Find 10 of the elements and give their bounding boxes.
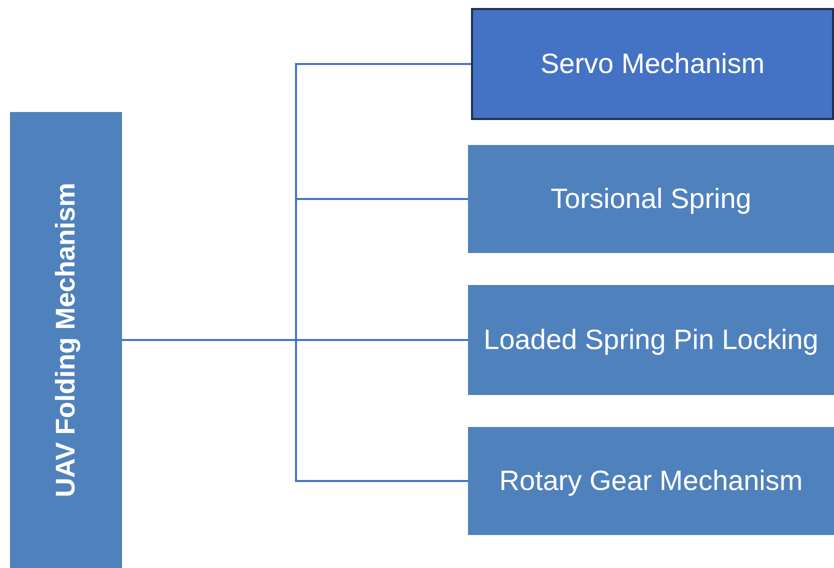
box-label: Servo Mechanism [540,47,765,82]
bar-label: UAV Folding Mechanism [50,182,82,498]
category-box [471,8,834,120]
box-label: Torsional Spring [550,182,752,216]
category-box [468,427,834,535]
box-label: Loaded Spring Pin Locking [484,323,818,358]
category-box [468,285,834,395]
category-box [468,145,834,253]
vertical-title-bar [10,112,122,568]
box-label: Rotary Gear Mechanism [499,464,803,498]
